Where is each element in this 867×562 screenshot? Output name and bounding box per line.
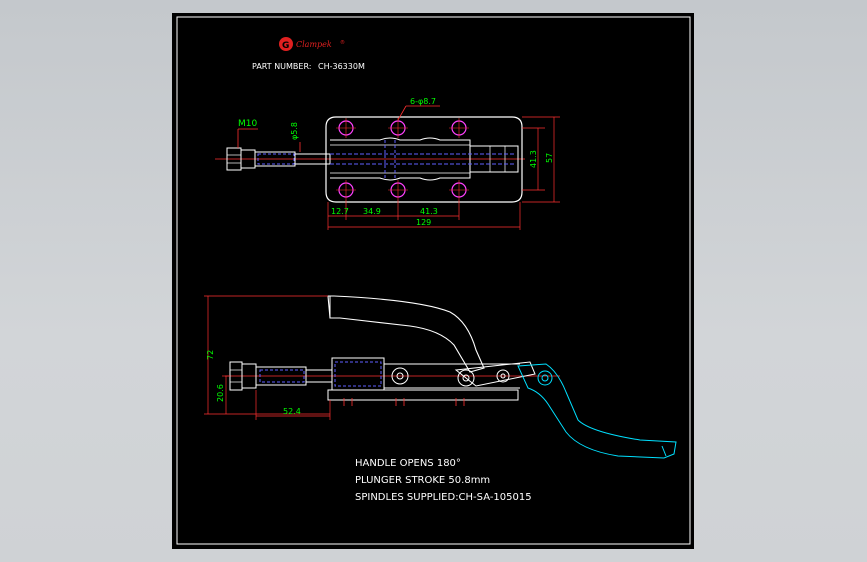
top-plunger	[294, 153, 331, 165]
pivot-1	[391, 367, 409, 385]
dim-w-b: 34.9	[363, 207, 381, 216]
dim-thread: M10	[238, 119, 257, 129]
sheet-border	[176, 16, 691, 545]
dim-side-len: 52.4	[283, 407, 301, 416]
note-spindles: SPINDLES SUPPLIED:CH-SA-105015	[355, 492, 532, 503]
dim-dia-small: φ5.8	[290, 122, 299, 140]
handle-open	[327, 295, 485, 373]
dim-w-a: 12.7	[331, 207, 349, 216]
note-handle-opens: HANDLE OPENS 180°	[355, 458, 461, 469]
part-number-value: CH-36330M	[318, 62, 365, 71]
dim-holes: 6-φ8.7	[410, 97, 436, 106]
top-base-plate	[325, 116, 523, 203]
pivot-3	[496, 369, 510, 383]
part-number-label: PART NUMBER:	[252, 62, 311, 71]
note-plunger-stroke: PLUNGER STROKE 50.8mm	[355, 475, 490, 486]
dim-side-low: 20.6	[216, 384, 225, 402]
top-view	[215, 105, 560, 230]
dim-w-total: 129	[416, 218, 431, 227]
side-base-rail	[327, 389, 519, 401]
top-spindle-hidden	[257, 153, 295, 165]
brand-logo: G Clampek ®	[279, 37, 345, 51]
pivot-2	[457, 369, 475, 387]
logo-circle-icon	[279, 37, 293, 51]
drawing-sheet	[172, 13, 694, 549]
dim-side-height: 72	[206, 350, 215, 360]
handle-closed	[517, 363, 677, 459]
side-view	[204, 295, 677, 459]
dim-w-c: 41.3	[420, 207, 438, 216]
logo-letter: G	[282, 41, 289, 51]
dim-h-outer: 57	[545, 153, 554, 163]
side-body-block	[331, 357, 385, 391]
dim-h-inner: 41.3	[529, 150, 538, 168]
brand-name: Clampek	[296, 40, 332, 49]
brand-mark: ®	[340, 39, 345, 46]
